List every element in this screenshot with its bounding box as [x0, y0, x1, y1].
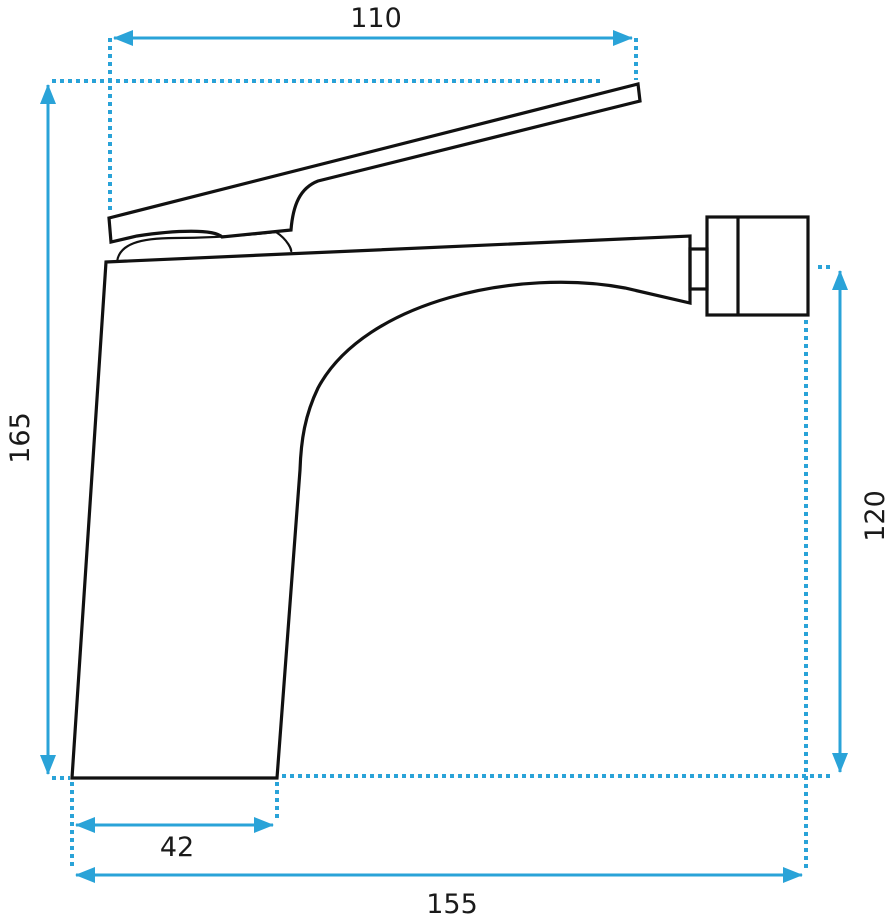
cartridge-curve	[115, 230, 293, 263]
dimension-label-total-height: 165	[5, 412, 36, 464]
dimension-spout-height: 120	[282, 265, 888, 868]
dimension-base-width: 42	[70, 782, 279, 868]
lever-handle	[107, 82, 642, 244]
dimension-top-width: 110	[108, 3, 638, 212]
aerator-head	[705, 215, 810, 317]
dimension-total-height: 165	[5, 79, 600, 780]
dimension-label-total-width: 155	[426, 889, 478, 920]
faucet-body	[70, 234, 692, 780]
aerator-connector	[688, 247, 709, 291]
dimension-total-width: 155	[75, 867, 803, 920]
faucet-outline	[70, 82, 810, 780]
dimension-label-top-width: 110	[350, 3, 402, 34]
dimension-label-spout-height: 120	[860, 490, 888, 542]
dimension-label-base-width: 42	[160, 832, 194, 863]
